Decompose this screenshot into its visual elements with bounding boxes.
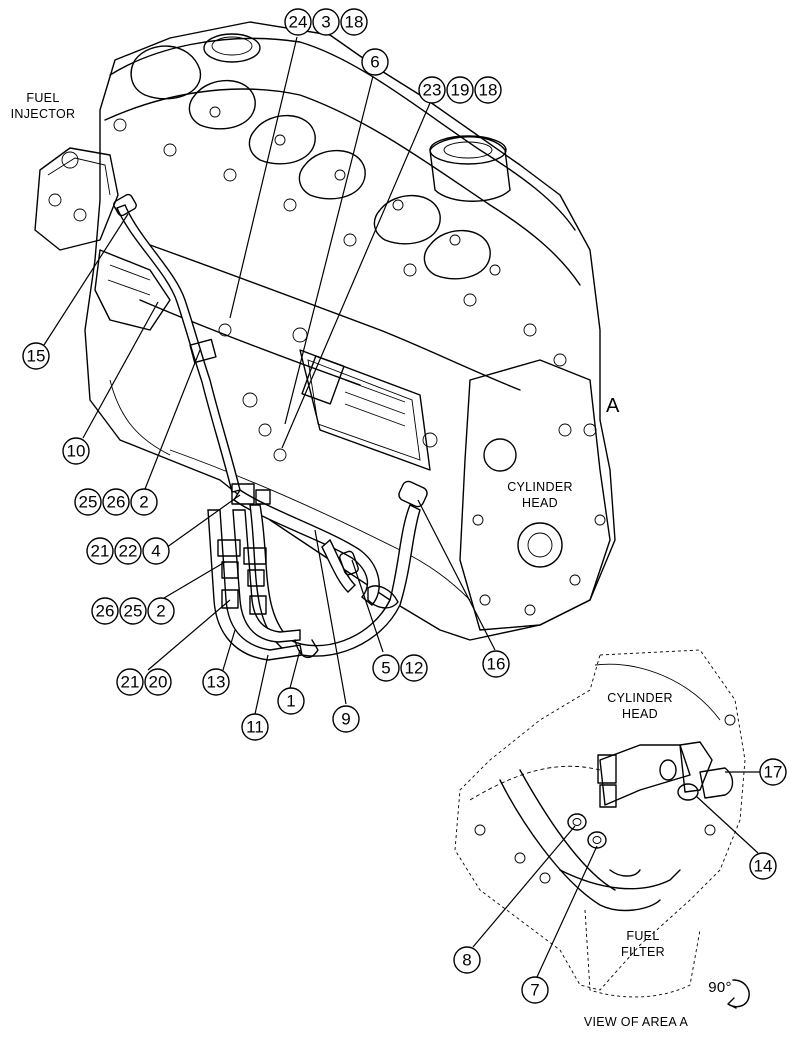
callout-18: 18: [340, 8, 368, 36]
svg-text:25: 25: [124, 602, 143, 621]
svg-text:22: 22: [119, 542, 138, 561]
fuel-filter-label-line1: FUEL: [626, 929, 659, 943]
svg-text:12: 12: [405, 659, 424, 678]
cylinder-head-label-line2: HEAD: [522, 496, 558, 510]
svg-text:13: 13: [207, 673, 226, 692]
fuel-lines: [113, 193, 428, 661]
svg-text:11: 11: [246, 718, 264, 737]
rotation-label: 90°: [708, 979, 732, 996]
svg-text:2: 2: [139, 493, 148, 512]
svg-text:9: 9: [341, 710, 350, 729]
rotation-arrow-icon: [727, 979, 750, 1009]
svg-text:6: 6: [370, 53, 379, 72]
callout-15: 15: [22, 342, 50, 370]
svg-text:25: 25: [79, 493, 98, 512]
callout-9: 9: [332, 705, 360, 733]
callout-26a: 26: [102, 488, 130, 516]
callout-19: 19: [446, 76, 474, 104]
callout-23: 23: [418, 76, 446, 104]
callout-16: 16: [482, 650, 510, 678]
svg-text:18: 18: [479, 81, 498, 100]
callout-25a: 25: [74, 488, 102, 516]
detail-cylinder-head-line1: CYLINDER: [607, 691, 673, 705]
callout-20: 20: [144, 668, 172, 696]
callout-3: 3: [312, 8, 340, 36]
callout-18b: 18: [474, 76, 502, 104]
detail-view-area-a: CYLINDER HEAD FUEL FILTER VIEW OF AREA A…: [454, 649, 750, 1029]
svg-text:21: 21: [91, 542, 110, 561]
callout-10: 10: [62, 437, 90, 465]
callout-12: 12: [400, 654, 428, 682]
svg-text:24: 24: [289, 13, 308, 32]
svg-text:4: 4: [151, 542, 160, 561]
callout-14: 14: [749, 852, 777, 880]
cylinder-head-label-line1: CYLINDER: [507, 480, 573, 494]
svg-text:26: 26: [96, 602, 115, 621]
callout-2b: 2: [147, 597, 175, 625]
svg-text:5: 5: [381, 659, 390, 678]
svg-text:2: 2: [156, 602, 165, 621]
fuel-injector-label-line2: INJECTOR: [11, 107, 76, 121]
svg-text:18: 18: [345, 13, 364, 32]
detail-cylinder-head-line2: HEAD: [622, 707, 658, 721]
callout-bubbles: 24 3 18 6 23 19 18 15 10 25 26 2 21 22 4…: [22, 8, 787, 1004]
callout-1: 1: [277, 687, 305, 715]
callout-2a: 2: [130, 488, 158, 516]
svg-text:20: 20: [149, 673, 168, 692]
svg-text:7: 7: [530, 981, 539, 1000]
callout-22: 22: [114, 537, 142, 565]
fuel-injector-label-line1: FUEL: [26, 91, 59, 105]
svg-text:21: 21: [121, 673, 140, 692]
callout-24: 24: [284, 8, 312, 36]
callout-6: 6: [361, 48, 389, 76]
callout-11: 11: [241, 713, 269, 741]
svg-text:3: 3: [321, 13, 330, 32]
callout-5: 5: [372, 654, 400, 682]
svg-text:19: 19: [451, 81, 470, 100]
svg-text:16: 16: [487, 655, 506, 674]
svg-text:23: 23: [423, 81, 442, 100]
diagram-labels: FUEL INJECTOR CYLINDER HEAD A: [11, 91, 620, 510]
callout-21a: 21: [86, 537, 114, 565]
svg-text:26: 26: [107, 493, 126, 512]
callout-25b: 25: [119, 597, 147, 625]
svg-text:14: 14: [754, 857, 773, 876]
fuel-filter-label-line2: FILTER: [621, 945, 665, 959]
leader-lines: [43, 36, 760, 978]
callout-7: 7: [521, 976, 549, 1004]
svg-text:17: 17: [764, 763, 783, 782]
area-a-marker: A: [606, 395, 620, 417]
svg-text:8: 8: [462, 951, 471, 970]
view-caption: VIEW OF AREA A: [584, 1015, 689, 1029]
engine-drawing: [34, 21, 616, 641]
callout-8: 8: [453, 946, 481, 974]
svg-text:1: 1: [286, 692, 295, 711]
callout-13: 13: [202, 668, 230, 696]
callout-4: 4: [142, 537, 170, 565]
callout-26b: 26: [91, 597, 119, 625]
callout-21b: 21: [116, 668, 144, 696]
svg-text:15: 15: [27, 347, 46, 366]
svg-text:10: 10: [67, 442, 86, 461]
callout-17: 17: [759, 758, 787, 786]
